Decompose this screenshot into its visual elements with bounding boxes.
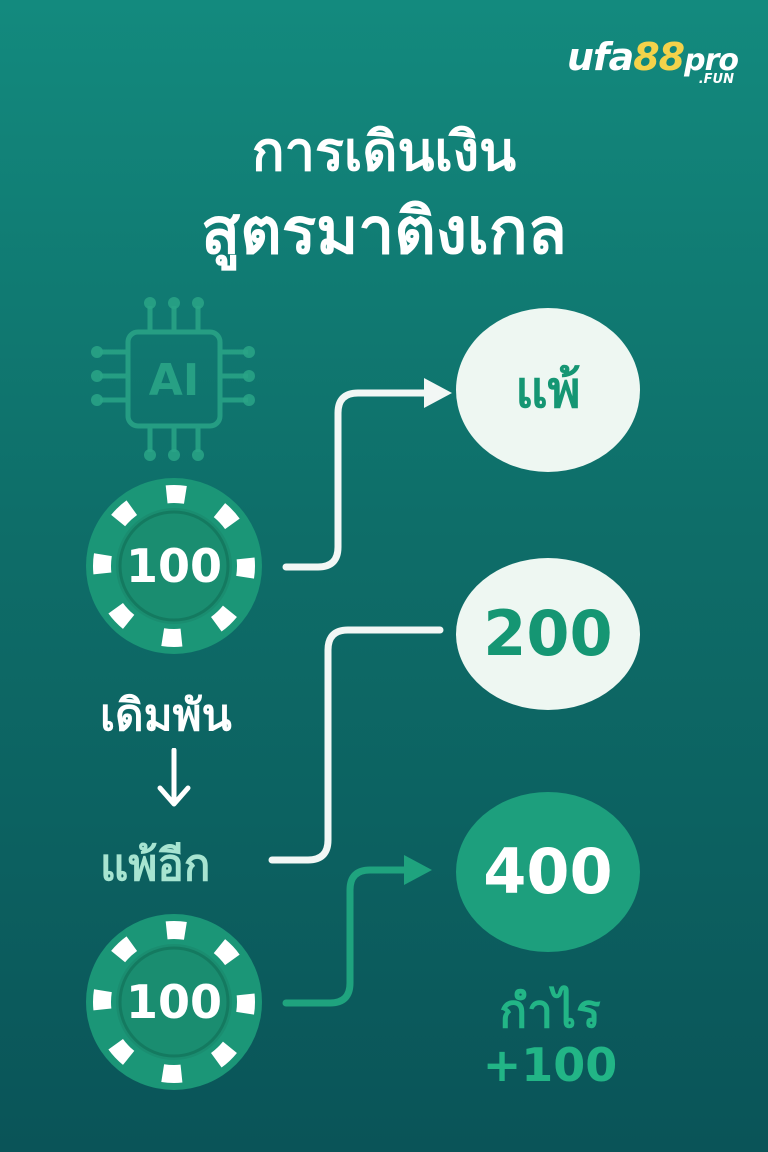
poker-chip-icon — [86, 914, 262, 1090]
connector-to-400 — [282, 866, 414, 1007]
outcome-200: 200 — [456, 558, 640, 710]
profit-amount: +100 — [482, 1038, 618, 1092]
profit-block: กำไร +100 — [440, 984, 660, 1092]
logo-wordmark: ufa88pro — [566, 35, 739, 79]
profit-label: กำไร — [499, 984, 601, 1038]
poker-chip-bottom: 100 — [84, 912, 264, 1092]
connector-to-lose — [282, 389, 434, 571]
ai-chip-icon: AI — [91, 297, 255, 461]
poker-chip-icon — [86, 478, 262, 654]
connector-to-200 — [268, 626, 444, 864]
ai-chip-label: AI — [149, 355, 199, 406]
brand-logo: ufa88pro .FUN — [566, 35, 739, 87]
logo-ufa-text: ufa — [566, 35, 634, 79]
lose-again-label: แพ้อีก — [100, 840, 211, 891]
outcome-400: 400 — [456, 792, 640, 952]
arrowhead-icon — [424, 378, 452, 408]
logo-88-text: 88 — [633, 35, 685, 79]
logo-pro-text: pro — [684, 43, 739, 78]
poker-chip-top: 100 — [84, 476, 264, 656]
title-line-2: สูตรมาติงเกล — [201, 195, 567, 269]
down-arrow-icon — [157, 748, 191, 807]
logo-domain-text: .FUN — [698, 72, 734, 87]
bet-label: เดิมพัน — [100, 690, 232, 741]
outcome-lose: แพ้ — [456, 308, 640, 472]
chip-value: 100 — [125, 539, 223, 593]
arrowhead-icon — [404, 855, 432, 885]
title-line-1: การเดินเงิน — [251, 120, 517, 183]
chip-value: 100 — [125, 975, 223, 1029]
